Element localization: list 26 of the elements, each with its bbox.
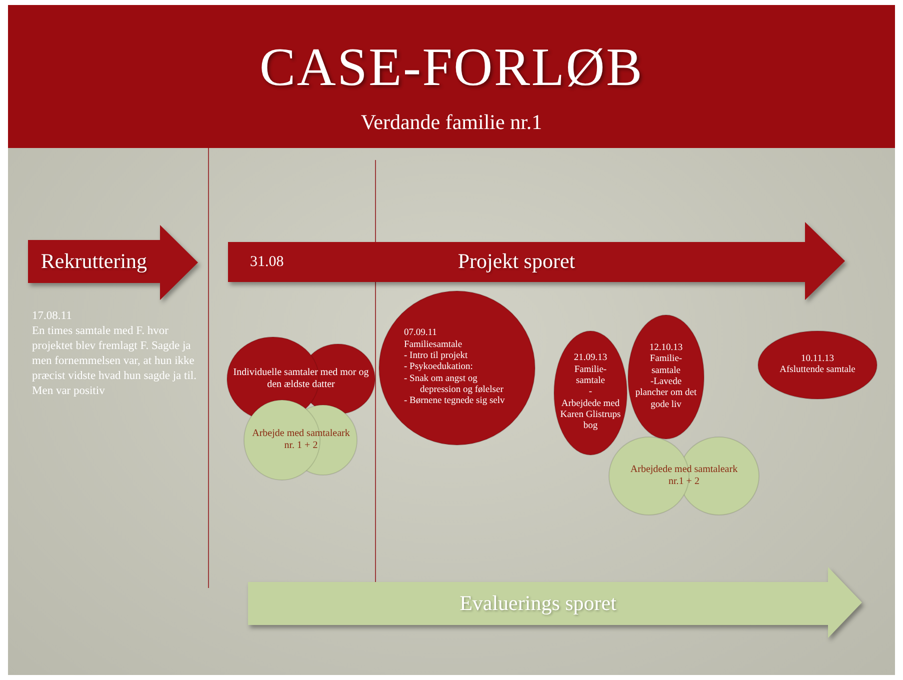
title: CASE-FORLØB (258, 38, 644, 98)
node-text: Familie- samtale (648, 354, 684, 377)
list-item: - Børnene tegnede sig selv (404, 396, 505, 408)
list-item: - Intro til projekt (404, 350, 468, 362)
node-text: Individuelle samtaler med mor og den ældste datter (232, 367, 370, 391)
note-text: En times samtale med F. hvor projektet blev fremlagt F. Sagde ja men fornemmelsen var, at hun ikke præcist vidste hvad hun sagde ja til. Men var positiv (32, 324, 198, 399)
note-text: 17.08.11 (32, 309, 73, 324)
node-text: -Lavede plancher om det gode liv (635, 377, 697, 412)
node-text: Familiesamtale (404, 340, 462, 351)
arrow-label: Projekt sporet (458, 248, 576, 276)
node-text: 07.09.11 (404, 328, 437, 340)
list-item: - Snak om angst og depression og følelser (404, 374, 504, 396)
node-text: 10.11.13 (801, 354, 834, 365)
node-text: Arbejde med samtaleark nr. 1 + 2 (251, 428, 351, 452)
node-text: 12.10.13 (649, 342, 683, 354)
date-text: 31.08 (250, 252, 284, 272)
node-text: Arbejdede med samtaleark nr.1 + 2 (629, 464, 739, 488)
node-text: Arbejdede med Karen Glistrups bog (560, 398, 622, 433)
subtitle: Verdande familie nr.1 (360, 109, 544, 136)
list-item: - Psykoedukation: (404, 362, 474, 374)
arrow-label: Evaluerings sporet (460, 590, 616, 617)
node-text: 21.09.13 (574, 353, 608, 365)
node-text: Familie- samtale (573, 364, 608, 388)
node-text: Afsluttende samtale (780, 365, 856, 376)
node-text: - (588, 387, 592, 399)
arrow-label: Rekruttering (40, 248, 148, 275)
